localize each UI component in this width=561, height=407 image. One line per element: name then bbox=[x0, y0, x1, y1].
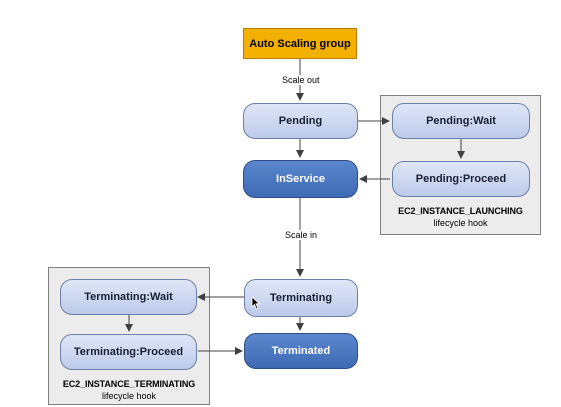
terminated-node[interactable]: Terminated bbox=[244, 333, 358, 369]
auto-scaling-group-node[interactable]: Auto Scaling group bbox=[243, 28, 357, 59]
launching-hook-subtitle: lifecycle hook bbox=[433, 218, 488, 228]
scale-out-label: Scale out bbox=[280, 75, 322, 85]
terminating-wait-node[interactable]: Terminating:Wait bbox=[60, 279, 197, 315]
launching-hook-title: EC2_INSTANCE_LAUNCHING bbox=[398, 206, 523, 216]
pending-proceed-node[interactable]: Pending:Proceed bbox=[392, 161, 530, 197]
terminating-node[interactable]: Terminating bbox=[244, 279, 358, 317]
scale-in-label: Scale in bbox=[283, 230, 320, 240]
pending-wait-node[interactable]: Pending:Wait bbox=[392, 103, 530, 139]
inservice-node[interactable]: InService bbox=[243, 160, 358, 198]
pending-node[interactable]: Pending bbox=[243, 103, 358, 139]
mouse-pointer-icon bbox=[251, 296, 261, 310]
terminating-proceed-node[interactable]: Terminating:Proceed bbox=[60, 334, 197, 370]
terminating-hook-subtitle: lifecycle hook bbox=[101, 391, 157, 401]
terminating-hook-title: EC2_INSTANCE_TERMINATING bbox=[62, 379, 196, 389]
